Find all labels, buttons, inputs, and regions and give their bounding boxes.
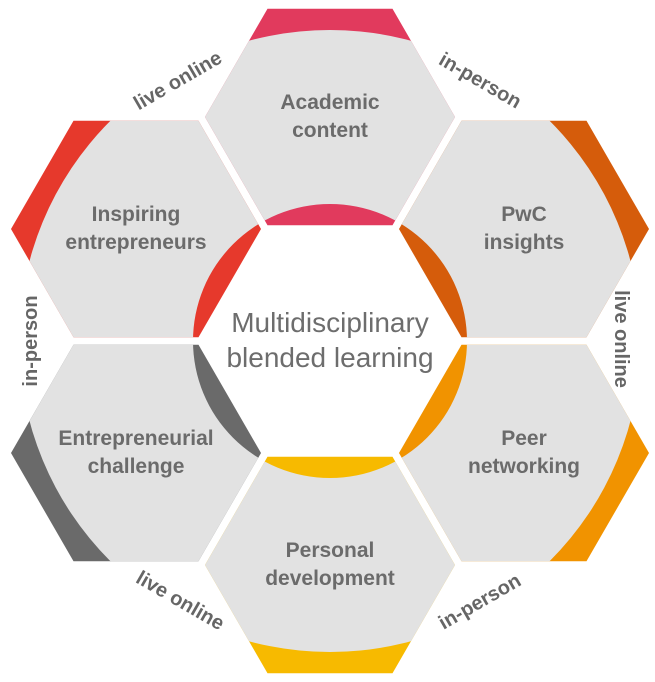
hex-label-line: content [292,119,368,142]
hex-label-line: Entrepreneurial [58,427,214,450]
hexagon-entrepreneurial-challenge-body [19,344,261,562]
mode-right-label: live online [610,290,632,388]
hexagon-peer-networking-body [399,344,641,562]
hex-label-pwc-insights: PwC insights [484,201,565,257]
hex-label-line: Personal [285,539,375,562]
hex-label-inspiring-entrepreneurs: Inspiring entrepreneurs [65,201,206,257]
hexagon-body-layer [19,30,641,652]
hex-label-line: development [265,567,395,590]
hexagon-pwc-insights-body [399,120,641,338]
hexagon-personal-development-body [205,456,455,652]
hex-label-entrepreneurial-challenge: Entrepreneurial challenge [58,425,213,481]
hex-label-line: PwC [501,203,547,226]
hex-label-line: Academic [280,91,380,114]
hex-label-line: Peer [501,427,547,450]
hex-label-line: Inspiring [91,203,181,226]
hexagon-academic-content-body [205,30,455,226]
hexagon-inspiring-entrepreneurs-body [19,120,261,338]
center-title-line: blended learning [226,342,434,373]
mode-bottom-right-label: in-person [435,569,525,635]
center-title: Multidisciplinary blended learning [226,305,433,375]
hex-label-line: challenge [87,455,185,478]
hex-label-personal-development: Personal development [265,537,395,593]
center-title-line: Multidisciplinary [231,307,429,338]
hex-label-peer-networking: Peer networking [468,425,580,481]
mode-top-right-label: in-person [435,48,525,114]
hex-label-line: networking [467,455,581,478]
hex-label-line: entrepreneurs [65,231,207,254]
hex-label-academic-content: Academic content [280,89,379,145]
mode-left-label: in-person [20,295,42,387]
hex-label-line: insights [483,231,565,254]
mode-bottom-left-label: live online [132,567,228,635]
mode-top-left-label: live online [130,47,226,115]
